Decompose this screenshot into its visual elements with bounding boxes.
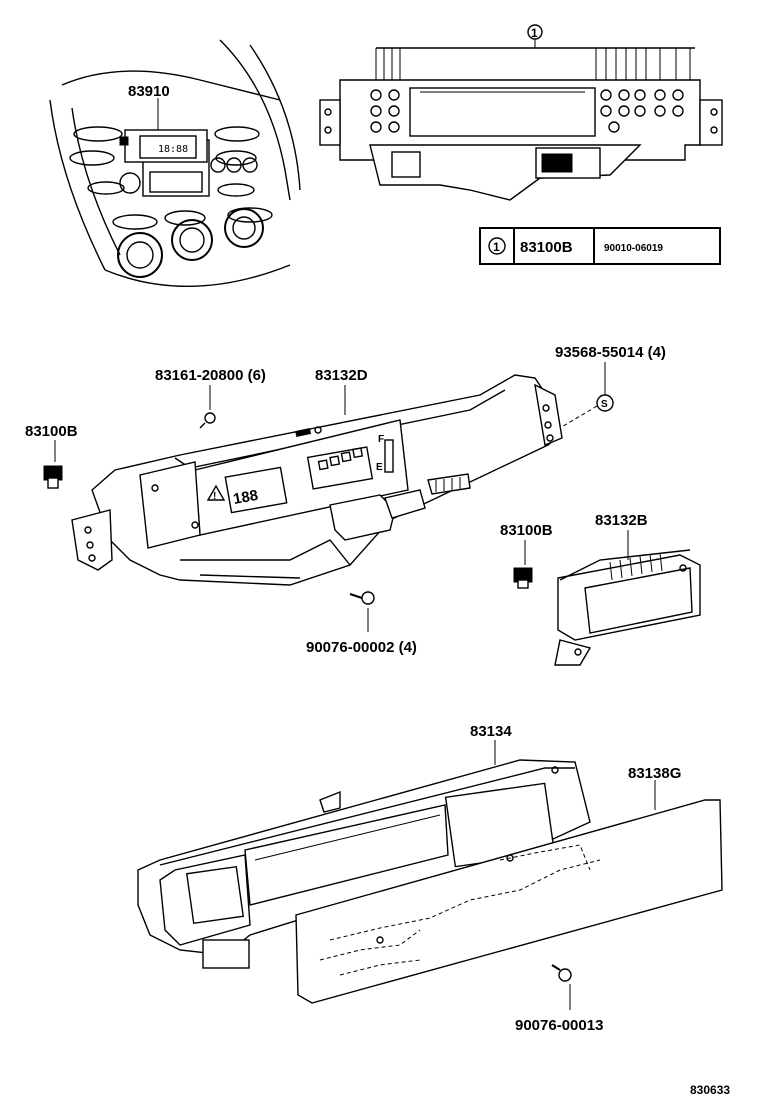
dashboard-illustration: 18:88 (49, 39, 301, 287)
table-col-ref: 1 (493, 240, 500, 254)
label-screw-mid: 90076-00002 (4) (306, 639, 417, 656)
label-retainer-screw: 83161-20800 (6) (155, 367, 266, 384)
clip-symbol (596, 394, 614, 412)
parts-table: 1 83100B 90010-06019 (479, 227, 721, 265)
label-clip-spec: 93568-55014 (4) (555, 344, 666, 361)
diagram-code: 830633 (690, 1083, 730, 1097)
screw-mid (349, 591, 375, 605)
clip-letter: S (601, 399, 608, 410)
terminal-sockets (370, 89, 684, 133)
label-clock: 83910 (128, 83, 170, 100)
label-bulb-left: 83100B (25, 423, 78, 440)
sub-meter-module (554, 549, 701, 666)
label-case: 83134 (470, 723, 512, 740)
fuel-full-mark: F (378, 434, 384, 445)
label-sub-meter: 83132B (595, 512, 648, 529)
table-col-spec: 90010-06019 (604, 243, 663, 254)
fuel-empty-mark: E (376, 462, 383, 473)
screw-retainer (199, 412, 216, 429)
svg-text:!: ! (213, 491, 216, 502)
label-lens: 83132D (315, 367, 368, 384)
label-bulb-right: 83100B (500, 522, 553, 539)
meter-case-illustration (137, 759, 591, 969)
circle-ref-top: 1 (531, 26, 538, 40)
meter-back-illustration: 1 (319, 24, 723, 201)
screw-bottom (551, 964, 572, 982)
combination-meter-illustration: 188 ! F E (71, 374, 563, 586)
speed-digits: 188 (232, 487, 260, 508)
label-screw-bottom: 90076-00013 (515, 1017, 603, 1034)
bulb-left (43, 465, 63, 489)
table-col-part: 83100B (520, 239, 573, 256)
label-circuit-plate: 83138G (628, 765, 681, 782)
bulb-right (513, 567, 533, 589)
clock-display-text: 18:88 (158, 144, 188, 155)
circuit-plate-illustration (295, 799, 723, 1004)
